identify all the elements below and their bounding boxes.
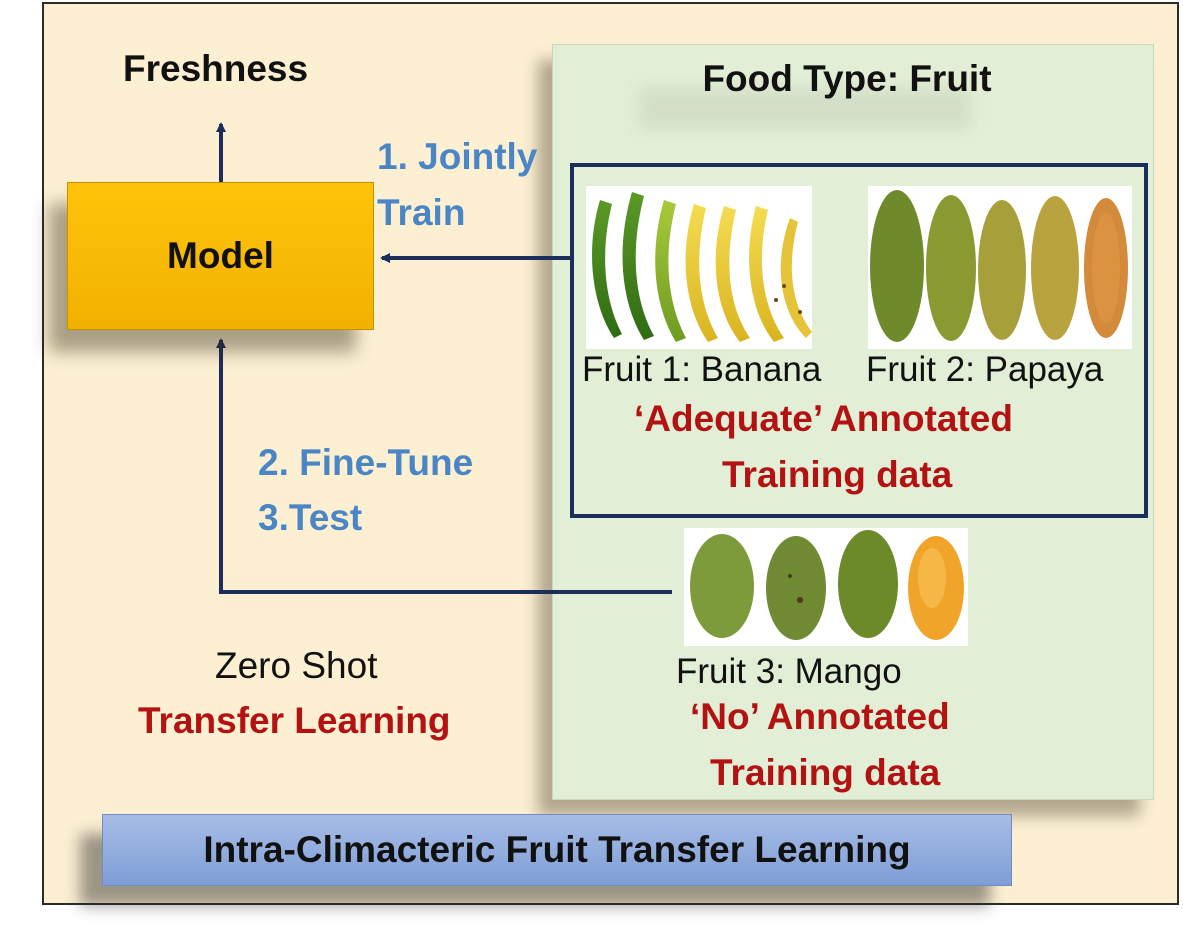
annotated-fruits-box: [570, 163, 1148, 518]
fruit1-label: Fruit 1: Banana: [582, 350, 822, 389]
step2-label: 2. Fine-Tune: [258, 442, 474, 483]
step1-line2: Train: [377, 192, 466, 233]
fruit3-label: Fruit 3: Mango: [676, 652, 902, 691]
no-line1: ‘No’ Annotated: [690, 696, 950, 737]
title-shadow: [640, 88, 970, 128]
adequate-line2: Training data: [722, 454, 953, 495]
step3-label: 3.Test: [258, 497, 363, 538]
fruit-panel: [552, 44, 1154, 800]
fine-tune-arrow: [216, 338, 672, 594]
zero-shot-label: Zero Shot: [215, 645, 378, 686]
banana-illustration: [592, 192, 812, 342]
transfer-learning-label: Transfer Learning: [138, 700, 451, 741]
no-line2: Training data: [710, 752, 941, 793]
adequate-line1: ‘Adequate’ Annotated: [634, 398, 1013, 439]
mango-illustration: [690, 530, 964, 640]
fruit2-label: Fruit 2: Papaya: [866, 350, 1104, 389]
food-type-title: Food Type: Fruit: [702, 58, 992, 99]
papaya-illustration: [870, 190, 1128, 342]
freshness-label: Freshness: [123, 48, 309, 89]
model-box: Model: [67, 182, 374, 330]
banner-title: Intra-Climacteric Fruit Transfer Learnin…: [102, 814, 1012, 886]
step1-line1: 1. Jointly: [377, 136, 538, 177]
